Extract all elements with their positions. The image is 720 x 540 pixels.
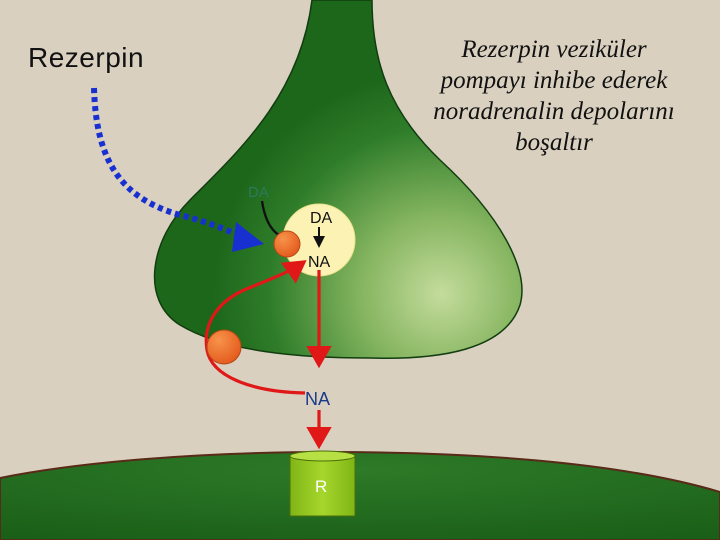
- caption-line: Rezerpin veziküler: [461, 36, 647, 63]
- presynaptic-terminal: [153, 0, 523, 359]
- receptor-label: R: [315, 477, 327, 496]
- vesicular-transporter: [273, 230, 301, 258]
- blue-arrowhead: [232, 222, 264, 252]
- drug-title: Rezerpin: [28, 42, 145, 73]
- postsynaptic-membrane: [0, 450, 720, 540]
- receptor-top: [289, 450, 356, 462]
- rezerpin-blocking-arrow: [91, 87, 246, 241]
- caption-line: pompayı inhibe ederek: [440, 67, 668, 94]
- caption-line: noradrenalin depolarını: [433, 98, 675, 125]
- na-vesicle-label: NA: [308, 254, 331, 271]
- da-vesicle-label: DA: [310, 210, 333, 227]
- caption-line: boşaltır: [515, 129, 593, 156]
- na-reuptake-arrow: [204, 260, 307, 395]
- mechanism-caption: Rezerpin veziküler pompayı inhibe ederek…: [404, 34, 704, 158]
- da-outside-label: DA: [248, 184, 269, 201]
- na-cleft-label: NA: [305, 389, 330, 409]
- membrane-transporter: [206, 329, 242, 365]
